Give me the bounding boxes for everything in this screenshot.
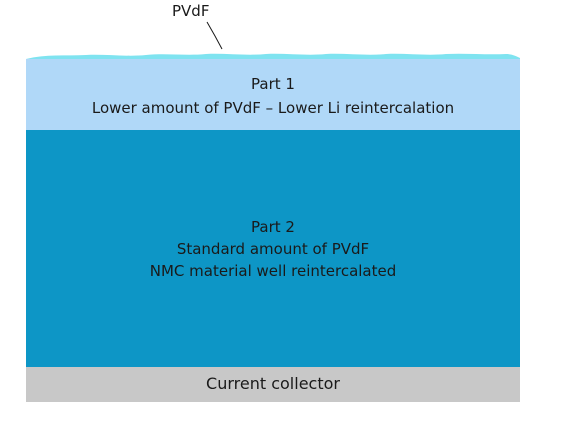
part2-title: Part 2	[251, 218, 295, 236]
part2-layer: Part 2 Standard amount of PVdF NMC mater…	[26, 130, 520, 367]
part2-line1: Standard amount of PVdF	[176, 240, 370, 258]
pvdf-callout-label: PVdF	[172, 2, 210, 20]
part1-title: Part 1	[251, 75, 295, 93]
part2-line2: NMC material well reintercalated	[149, 262, 397, 280]
current-collector-layer: Current collector	[26, 367, 520, 402]
part1-layer: Part 1 Lower amount of PVdF – Lower Li r…	[26, 59, 520, 130]
part1-description: Lower amount of PVdF – Lower Li reinterc…	[91, 99, 455, 117]
current-collector-label: Current collector	[206, 374, 340, 393]
